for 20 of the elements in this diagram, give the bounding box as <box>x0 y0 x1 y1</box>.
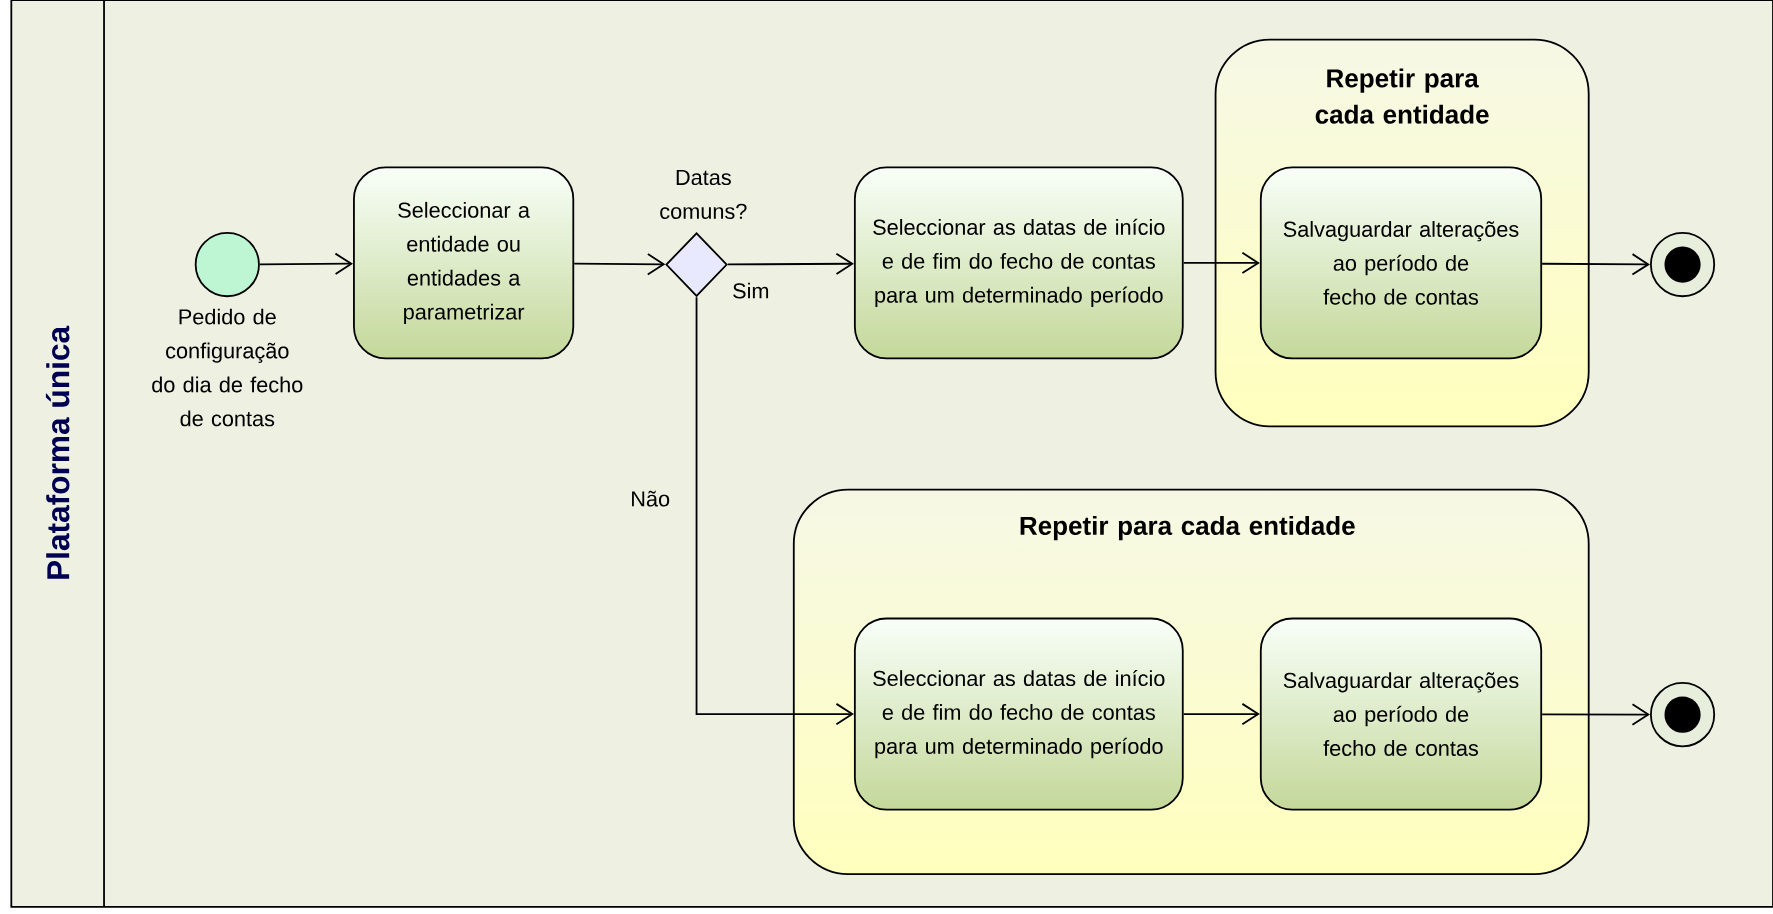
edge-label: Não <box>628 488 673 509</box>
arrow <box>1182 703 1260 726</box>
activity-box: Salvaguardar alterações ao período de fecho de contas <box>1259 166 1543 360</box>
arrow <box>573 253 666 276</box>
arrow <box>1541 253 1650 276</box>
arrow <box>1541 703 1650 726</box>
arrow <box>695 296 854 726</box>
node-caption: Pedido de configuração do dia de fecho de contas <box>152 308 303 427</box>
activity-box: Seleccionar a entidade ou entidades a parametrizar <box>353 166 575 360</box>
activity-box: Seleccionar as datas de início e de fim do fecho de contas para um determinado período <box>853 166 1184 360</box>
arrow <box>258 252 354 276</box>
edge-label: Sim <box>729 280 772 301</box>
arrow <box>726 252 854 276</box>
start-circle <box>194 232 260 298</box>
arrow <box>1182 252 1260 275</box>
activity-box: Salvaguardar alterações ao período de fecho de contas <box>1259 617 1543 811</box>
activity-box: Seleccionar as datas de início e de fim do fecho de contas para um determinado período <box>853 617 1184 811</box>
end-circle <box>1650 232 1716 298</box>
node-caption: Datas comuns? <box>660 170 747 220</box>
end-circle <box>1650 682 1716 748</box>
